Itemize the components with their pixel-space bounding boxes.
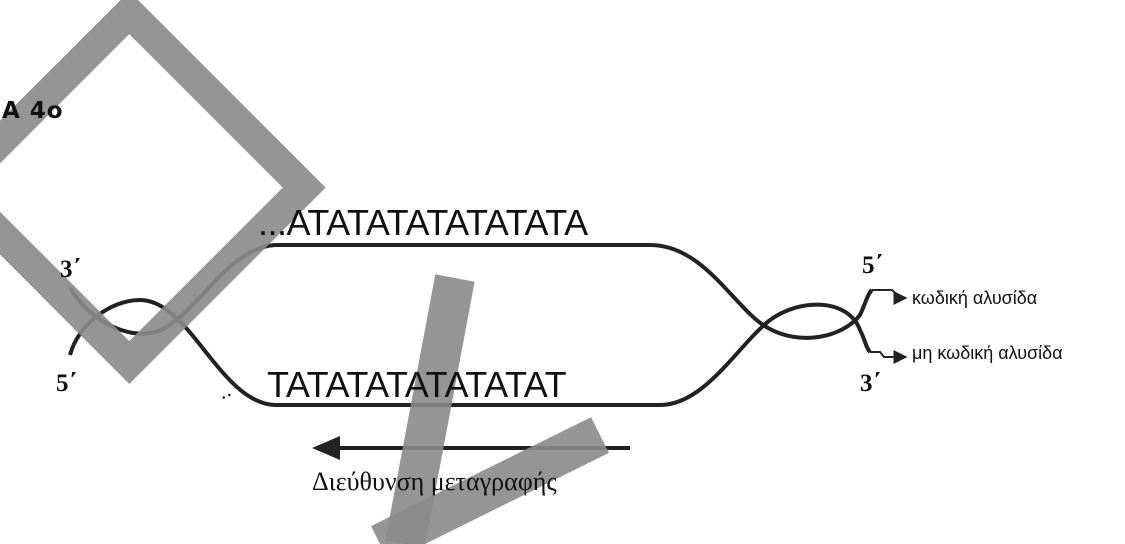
section-label: A 4o bbox=[2, 98, 64, 124]
transcription-direction-label: Διεύθυνση μεταγραφής bbox=[312, 467, 557, 496]
end-label-bottom-right: 3΄ bbox=[860, 370, 881, 397]
end-label-bottom-left: 5΄ bbox=[56, 370, 77, 397]
noncoding-strand-arrow bbox=[870, 350, 908, 364]
bottom-strand-sequence: TATATATATATATAT bbox=[267, 364, 567, 405]
end-label-top-right: 5΄ bbox=[862, 252, 883, 279]
top-strand-sequence: ...ATATATATATATATA bbox=[258, 202, 588, 243]
coding-strand-label: κωδική αλυσίδα bbox=[912, 288, 1038, 308]
watermark-y-right bbox=[371, 417, 609, 544]
end-label-top-left: 3΄ bbox=[60, 256, 81, 283]
noncoding-strand-label: μη κωδική αλυσίδα bbox=[912, 343, 1063, 363]
watermark-square bbox=[0, 0, 326, 384]
watermark-y-left bbox=[385, 274, 475, 544]
transcription-direction-arrowhead bbox=[312, 436, 340, 460]
coding-strand-arrow bbox=[872, 289, 908, 305]
bottom-strand-line bbox=[68, 297, 872, 407]
